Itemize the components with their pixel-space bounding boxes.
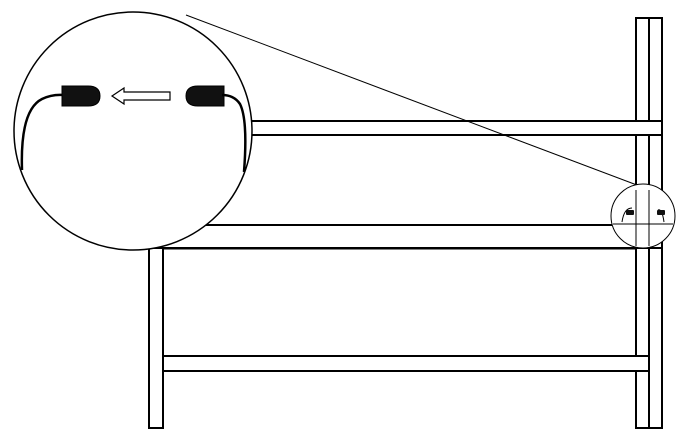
small-plug-left-icon bbox=[626, 210, 634, 215]
detail-circle-large bbox=[13, 11, 253, 251]
middle-rail bbox=[148, 224, 663, 249]
cable-left bbox=[20, 93, 65, 171]
left-leg bbox=[148, 247, 164, 429]
bottom-rail bbox=[162, 355, 650, 372]
push-arrow-left-icon bbox=[110, 86, 171, 106]
detail-circle-small bbox=[610, 183, 676, 249]
cable-plug-right-icon bbox=[185, 85, 225, 107]
zoom-guide-lines bbox=[162, 14, 651, 250]
small-plug-right-icon bbox=[657, 210, 665, 215]
cable-plug-left-icon bbox=[61, 85, 101, 107]
cable-right bbox=[221, 93, 247, 173]
top-rail bbox=[227, 120, 663, 136]
